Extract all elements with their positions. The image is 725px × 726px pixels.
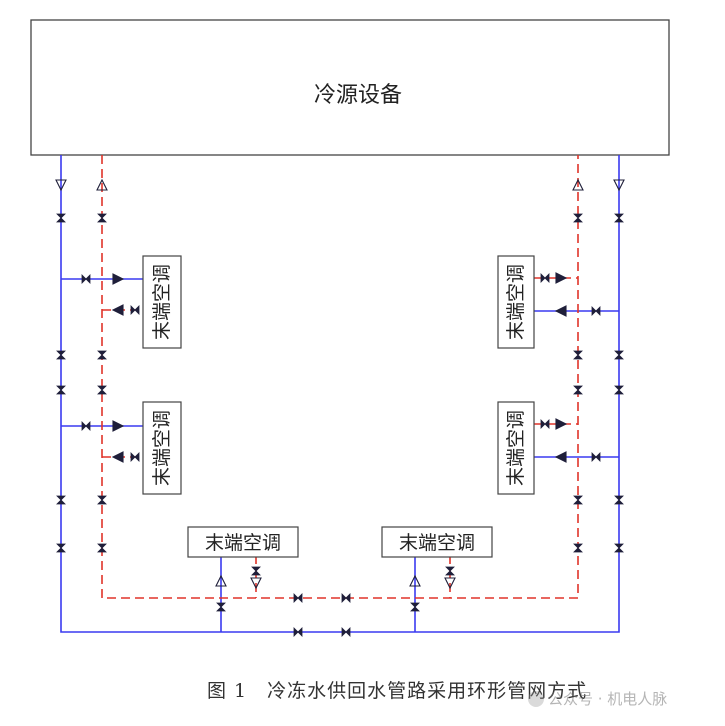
valve-icon bbox=[56, 350, 66, 360]
valve-icon bbox=[97, 385, 107, 395]
flow-arrow-icon bbox=[112, 273, 125, 285]
valve-icon bbox=[573, 213, 583, 223]
valve-icon bbox=[591, 452, 601, 462]
valve-icon bbox=[56, 543, 66, 553]
flow-arrow-icon bbox=[112, 420, 125, 432]
watermark: 公众号 · 机电人脉 bbox=[528, 688, 667, 709]
valve-icon bbox=[573, 495, 583, 505]
valve-icon bbox=[293, 593, 303, 603]
flow-arrow-icon bbox=[55, 179, 67, 192]
cold-source-unit: 冷源设备 bbox=[30, 19, 670, 156]
terminal-unit-left-upper: 末端空调 bbox=[142, 255, 182, 349]
valve-icon bbox=[251, 566, 261, 576]
terminal-unit-left-lower: 末端空调 bbox=[142, 401, 182, 495]
flow-arrow-icon bbox=[444, 577, 456, 590]
terminal-unit-bottom-right: 末端空调 bbox=[381, 526, 493, 558]
valve-icon bbox=[97, 495, 107, 505]
flow-arrow-icon bbox=[215, 574, 227, 587]
valve-icon bbox=[573, 385, 583, 395]
valve-icon bbox=[573, 543, 583, 553]
valve-icon bbox=[81, 274, 91, 284]
valve-icon bbox=[614, 213, 624, 223]
terminal-unit-right-lower: 末端空调 bbox=[497, 401, 535, 495]
terminal-unit-label: 末端空调 bbox=[151, 410, 173, 486]
valve-icon bbox=[614, 543, 624, 553]
valve-icon bbox=[445, 566, 455, 576]
valve-icon bbox=[614, 495, 624, 505]
flow-arrow-icon bbox=[96, 178, 108, 191]
valve-icon bbox=[614, 350, 624, 360]
flow-arrow-icon bbox=[572, 178, 584, 191]
terminal-unit-right-upper: 末端空调 bbox=[497, 255, 535, 349]
valve-icon bbox=[97, 213, 107, 223]
valve-icon bbox=[97, 543, 107, 553]
valve-icon bbox=[573, 350, 583, 360]
flow-arrow-icon bbox=[555, 272, 568, 284]
flow-arrow-icon bbox=[554, 305, 567, 317]
terminal-unit-label: 末端空调 bbox=[151, 264, 173, 340]
terminal-unit-label: 末端空调 bbox=[505, 264, 527, 340]
flow-arrow-icon bbox=[555, 418, 568, 430]
flow-arrow-icon bbox=[554, 451, 567, 463]
flow-arrows bbox=[55, 178, 625, 590]
valves bbox=[56, 213, 624, 637]
valve-icon bbox=[56, 213, 66, 223]
valve-icon bbox=[130, 305, 140, 315]
terminal-unit-label: 末端空调 bbox=[399, 532, 475, 554]
valve-icon bbox=[130, 452, 140, 462]
valve-icon bbox=[341, 627, 351, 637]
terminal-unit-label: 末端空调 bbox=[205, 532, 281, 554]
terminal-unit-bottom-left: 末端空调 bbox=[187, 526, 299, 558]
flow-arrow-icon bbox=[111, 304, 124, 316]
valve-icon bbox=[591, 306, 601, 316]
flow-arrow-icon bbox=[613, 179, 625, 192]
flow-arrow-icon bbox=[250, 577, 262, 590]
terminal-unit-label: 末端空调 bbox=[505, 410, 527, 486]
valve-icon bbox=[341, 593, 351, 603]
valve-icon bbox=[410, 602, 420, 612]
valve-icon bbox=[81, 421, 91, 431]
valve-icon bbox=[540, 273, 550, 283]
valve-icon bbox=[56, 385, 66, 395]
valve-icon bbox=[540, 419, 550, 429]
wechat-icon bbox=[528, 691, 544, 707]
flow-arrow-icon bbox=[409, 574, 421, 587]
valve-icon bbox=[97, 350, 107, 360]
valve-icon bbox=[293, 627, 303, 637]
valve-icon bbox=[56, 495, 66, 505]
flow-arrow-icon bbox=[111, 451, 124, 463]
figure-caption: 图 1 冷冻水供回水管路采用环形管网方式 bbox=[207, 680, 588, 702]
return-pipe-loop bbox=[101, 155, 579, 599]
watermark-text: 公众号 · 机电人脉 bbox=[548, 690, 668, 708]
cold-source-label: 冷源设备 bbox=[314, 83, 402, 108]
supply-pipe-loop bbox=[60, 155, 620, 633]
valve-icon bbox=[216, 602, 226, 612]
valve-icon bbox=[614, 385, 624, 395]
